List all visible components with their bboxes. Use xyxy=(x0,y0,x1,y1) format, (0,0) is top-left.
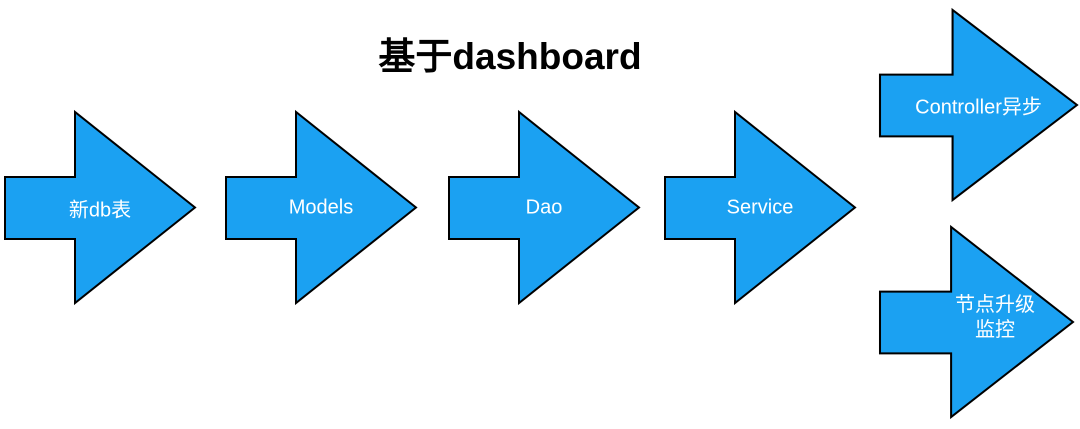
right-arrow-icon xyxy=(4,109,197,306)
flow-arrow-models: Models xyxy=(225,109,418,306)
flow-arrow-new-db-table: 新db表 xyxy=(4,109,197,306)
right-arrow-icon xyxy=(878,224,1075,420)
right-arrow-icon xyxy=(225,109,418,306)
flow-arrow-controller-async: Controller异步 xyxy=(878,7,1079,203)
right-arrow-icon xyxy=(878,7,1079,203)
arrow-label: Dao xyxy=(525,196,563,218)
right-arrow-icon xyxy=(448,109,641,306)
arrow-label: Controller异步 xyxy=(915,96,1042,119)
arrow-label: Service xyxy=(726,196,794,218)
arrow-label: Models xyxy=(288,196,354,218)
right-arrow-icon xyxy=(664,109,857,306)
flow-arrow-dao: Dao xyxy=(448,109,641,306)
arrow-label: 新db表 xyxy=(68,199,132,221)
flow-arrow-service: Service xyxy=(664,109,857,306)
flow-arrow-node-upgrade-monitor: 节点升级监控 xyxy=(878,224,1075,420)
page-title: 基于dashboard xyxy=(378,36,642,77)
arrow-label: 节点升级监控 xyxy=(955,294,1035,341)
